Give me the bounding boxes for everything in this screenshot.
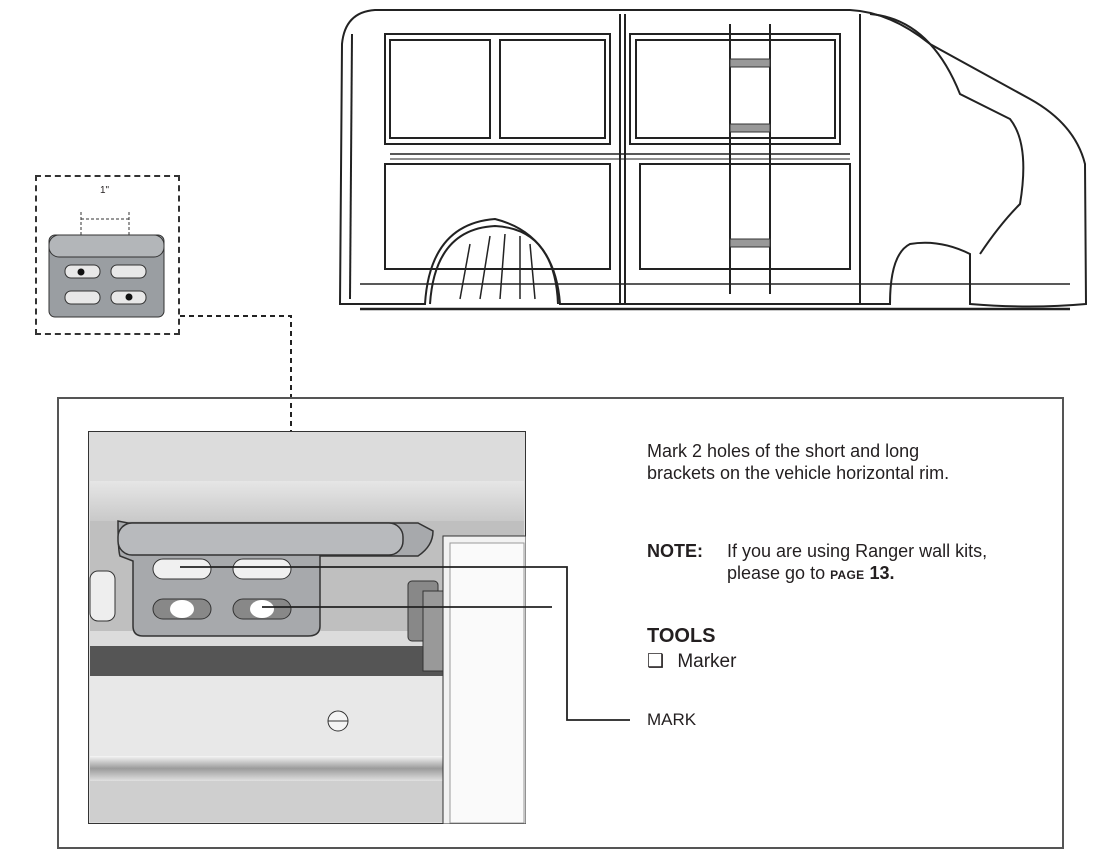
- tools-section: TOOLS ❑ Marker: [647, 624, 736, 674]
- main-detail-box: [57, 397, 1064, 849]
- tools-title: TOOLS: [647, 625, 716, 647]
- note-label: NOTE:: [647, 541, 703, 561]
- note-text: If you are using Ranger wall kits, pleas…: [727, 541, 988, 583]
- page-number: 13.: [869, 563, 895, 583]
- checkbox-icon: ❑: [647, 651, 665, 672]
- note-block: NOTE: If you are using Ranger wall kits,…: [647, 540, 1047, 583]
- page-word: PAGE: [830, 568, 865, 582]
- dimension-label: 1": [100, 185, 110, 196]
- instruction-text: Mark 2 holes of the short and long brack…: [647, 441, 950, 483]
- mark-callout-label: MARK: [647, 710, 697, 729]
- tool-item: ❑ Marker: [647, 650, 736, 674]
- bracket-closeup-illustration: [88, 431, 526, 824]
- tool-label: Marker: [677, 651, 737, 672]
- bracket-detail-drawing: [48, 212, 165, 318]
- note-body: If you are using Ranger wall kits, pleas…: [727, 540, 1027, 586]
- bracket-detail-inset: 1": [35, 175, 180, 335]
- van-body-illustration: [338, 9, 1088, 311]
